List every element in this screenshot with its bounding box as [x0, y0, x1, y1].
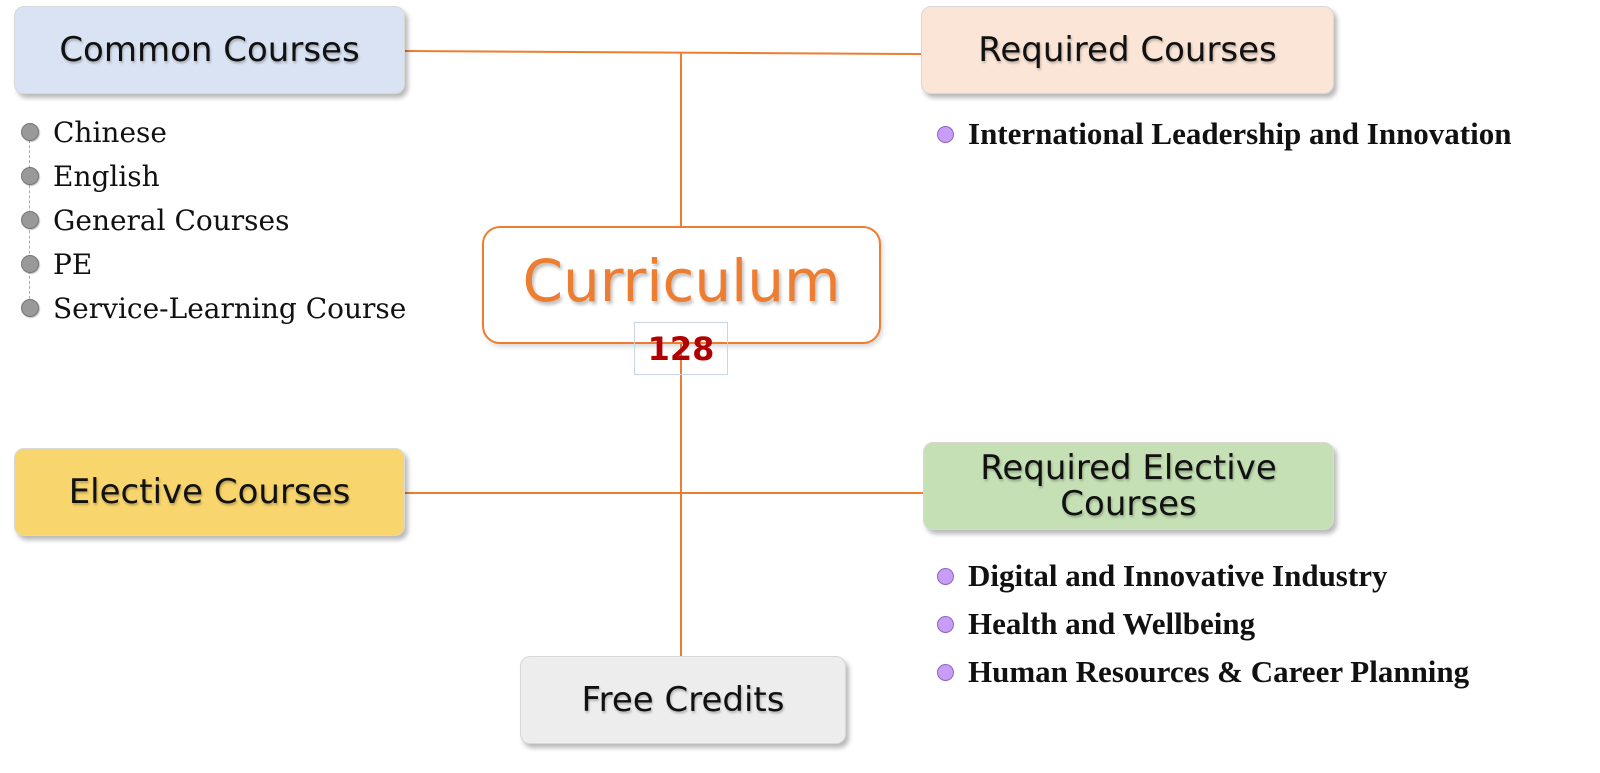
common-courses-node: Common Courses: [14, 6, 405, 94]
bullet-icon: [937, 125, 954, 143]
list-item: General Courses: [18, 198, 406, 242]
bullet-icon: [937, 567, 954, 585]
list-item: Health and Wellbeing: [937, 600, 1469, 648]
bullet-icon: [21, 167, 39, 185]
curriculum-node: Curriculum: [482, 226, 881, 344]
bullet-icon: [21, 211, 39, 229]
required-courses-title: Required Courses: [978, 30, 1277, 70]
common-courses-title: Common Courses: [59, 30, 360, 70]
list-item: International Leadership and Innovation: [937, 116, 1511, 152]
list-item: Chinese: [18, 110, 406, 154]
required-elective-title-line2: Courses: [1060, 484, 1197, 524]
bullet-icon: [21, 299, 39, 317]
list-item: Service-Learning Course: [18, 286, 406, 330]
free-credits-title: Free Credits: [581, 680, 785, 720]
list-item: Human Resources & Career Planning: [937, 648, 1469, 696]
required-elective-courses-list: Digital and Innovative Industry Health a…: [937, 552, 1469, 696]
connector-top: [404, 50, 922, 55]
bullet-icon: [937, 615, 954, 633]
list-item: English: [18, 154, 406, 198]
list-item: PE: [18, 242, 406, 286]
required-elective-title-line1: Required Elective: [980, 448, 1277, 488]
list-item: Digital and Innovative Industry: [937, 552, 1469, 600]
bullet-icon: [21, 255, 39, 273]
elective-courses-title: Elective Courses: [68, 472, 351, 512]
elective-courses-node: Elective Courses: [14, 448, 405, 536]
bullet-icon: [21, 123, 39, 141]
curriculum-title: Curriculum: [522, 247, 841, 315]
total-credits-label: 128: [634, 322, 728, 375]
required-courses-node: Required Courses: [921, 6, 1334, 94]
common-courses-list: Chinese English General Courses PE Servi…: [18, 110, 406, 330]
free-credits-node: Free Credits: [520, 656, 846, 744]
bullet-icon: [937, 663, 954, 681]
required-courses-list: International Leadership and Innovation: [937, 116, 1511, 152]
required-elective-courses-node: Required Elective Courses: [923, 442, 1334, 530]
